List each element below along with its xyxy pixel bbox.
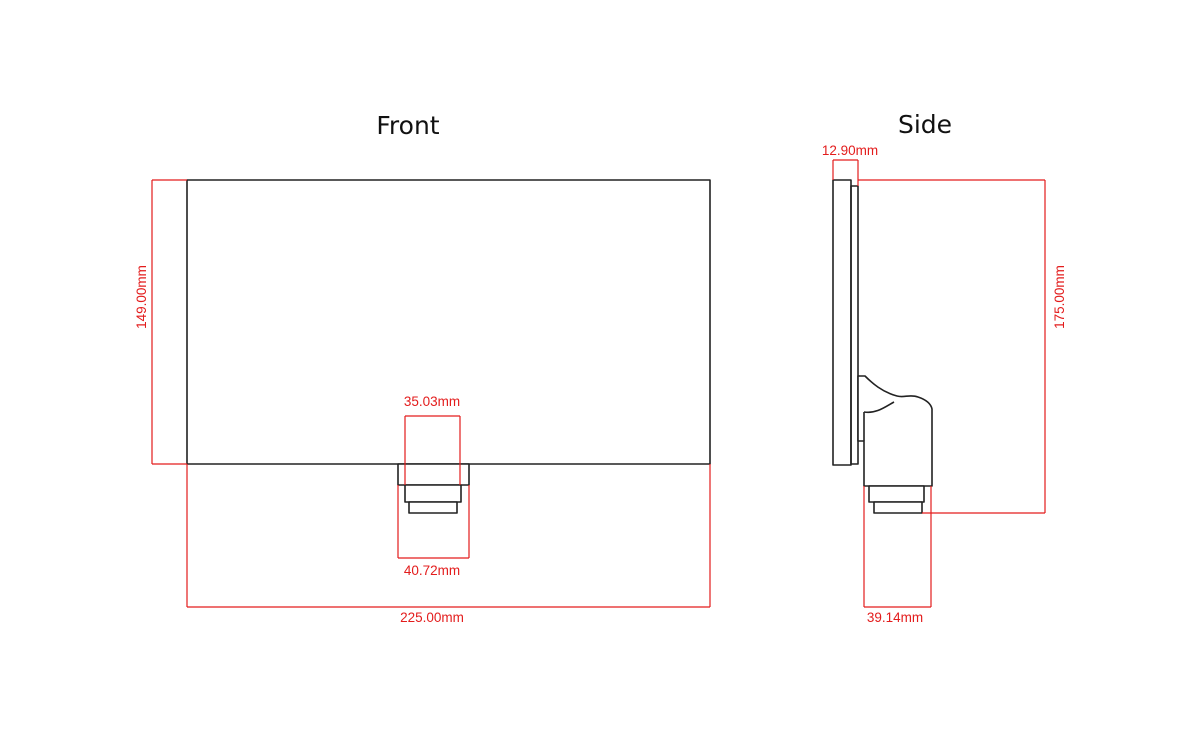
side-height-label: 175.00mm [1052, 265, 1067, 329]
side-thickness-label: 12.90mm [822, 143, 878, 158]
front-view-title: Front [376, 111, 439, 140]
side-thickness-dimension: 12.90mm [822, 143, 878, 186]
front-width-dimension: 225.00mm [186, 464, 711, 625]
side-mount-bracket [857, 375, 933, 487]
front-height-dimension: 149.00mm [134, 179, 187, 465]
front-connector-plug [404, 484, 462, 503]
front-connector-outer-label: 40.72mm [404, 563, 460, 578]
side-panel-front [850, 185, 859, 465]
side-mount-curve [863, 401, 895, 414]
side-connector-plug [868, 485, 925, 503]
front-connector-inner-dimension: 35.03mm [404, 394, 461, 485]
front-view: Front 149.00mm 35.03mm 40.72mm [134, 111, 711, 625]
side-connector-tip [873, 501, 923, 514]
front-panel [186, 179, 711, 465]
front-height-label: 149.00mm [134, 265, 149, 329]
side-view-title: Side [898, 110, 952, 139]
side-depth-dimension: 39.14mm [863, 486, 932, 625]
front-connector-outer-dimension: 40.72mm [397, 485, 470, 578]
front-width-label: 225.00mm [400, 610, 464, 625]
side-panel-back [832, 179, 852, 466]
side-view: Side 12.90mm 175.00mm 3 [822, 110, 1067, 625]
side-depth-label: 39.14mm [867, 610, 923, 625]
front-connector-tip [408, 501, 458, 514]
front-connector-housing [397, 463, 470, 486]
front-connector-inner-label: 35.03mm [404, 394, 460, 409]
side-height-dimension: 175.00mm [858, 179, 1067, 514]
